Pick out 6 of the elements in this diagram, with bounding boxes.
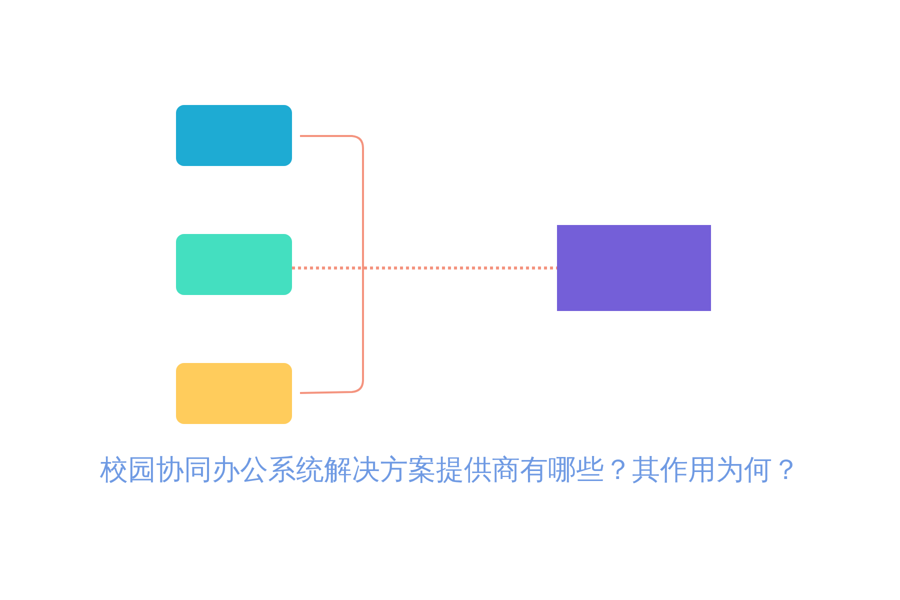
block <box>176 234 292 295</box>
dotted-line <box>292 266 557 270</box>
block <box>557 225 711 311</box>
block <box>176 363 292 424</box>
title: 校园协同办公系统解决方案提供商有哪些？其作用为何？ <box>99 452 801 488</box>
block <box>176 105 292 166</box>
